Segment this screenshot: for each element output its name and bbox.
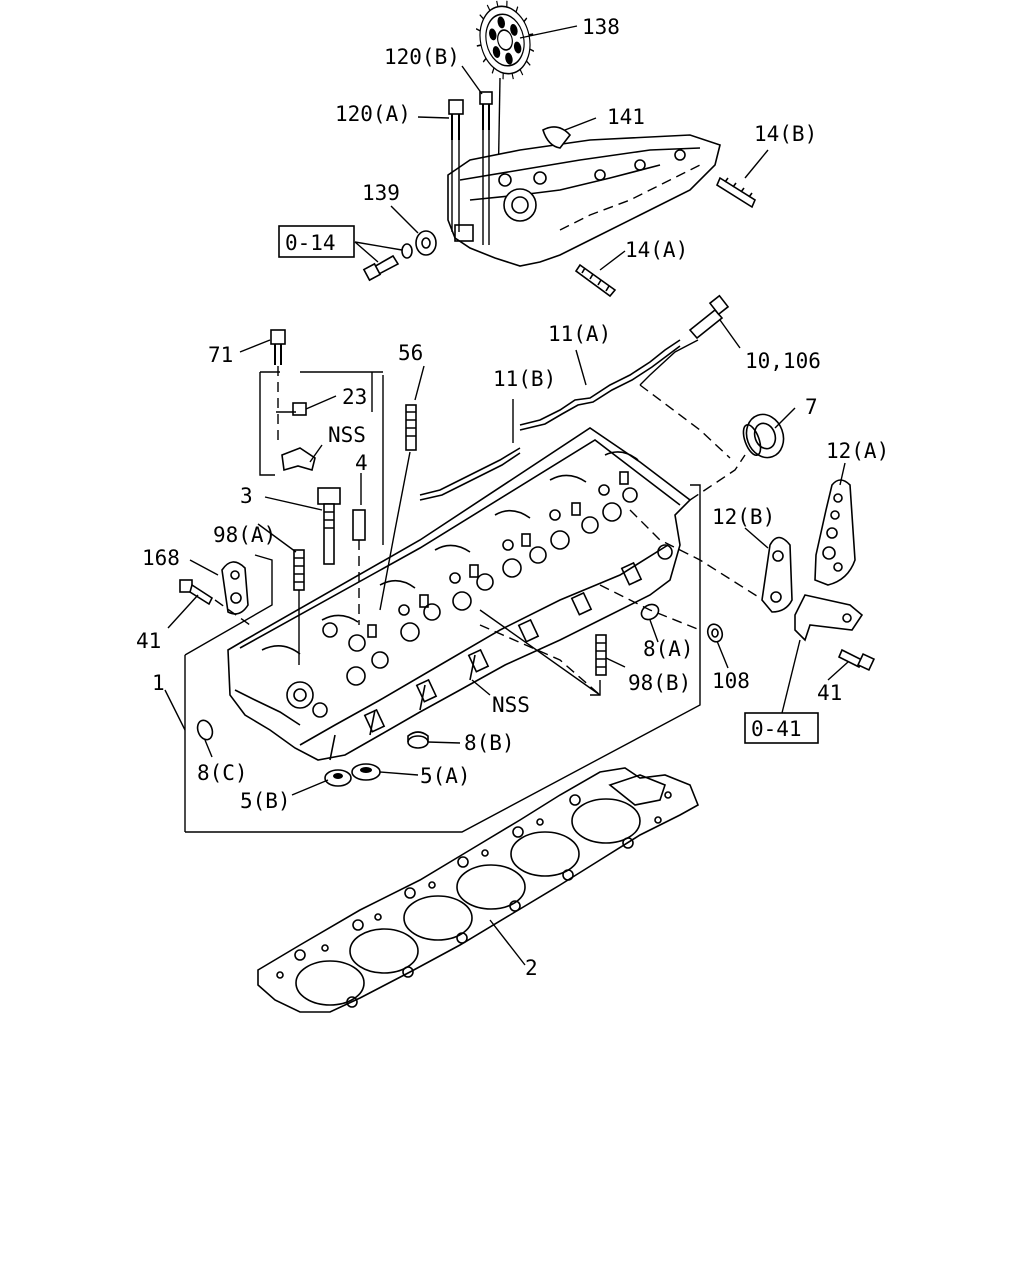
label-12b: 12(B)	[712, 505, 775, 529]
bracket-0-41	[794, 594, 864, 642]
seal-139	[362, 230, 437, 282]
plug-8b	[407, 731, 429, 749]
label-1: 1	[152, 671, 165, 695]
ref-box-0-41	[744, 712, 819, 744]
nut-23	[292, 402, 307, 416]
bolt-120a	[448, 99, 464, 232]
seal-5a	[351, 763, 381, 781]
gasket-11a	[519, 339, 681, 431]
label-14b: 14(B)	[754, 122, 817, 146]
label-41-right: 41	[817, 681, 842, 705]
pin-4	[352, 509, 366, 625]
bolt-120b	[479, 91, 493, 245]
label-2: 2	[525, 956, 538, 980]
cam-housing	[447, 134, 721, 267]
label-56: 56	[398, 341, 423, 365]
label-12a: 12(A)	[826, 439, 889, 463]
label-23: 23	[342, 385, 367, 409]
label-98b: 98(B)	[628, 671, 691, 695]
label-5b: 5(B)	[240, 789, 291, 813]
label-14a: 14(A)	[625, 238, 688, 262]
stud-56	[379, 404, 417, 611]
camshaft-gear-138	[475, 0, 535, 251]
label-10-106: 10,106	[745, 349, 821, 373]
label-nss-bottom: NSS	[492, 693, 530, 717]
label-139: 139	[362, 181, 400, 205]
label-8c: 8(C)	[197, 761, 248, 785]
bracket-12a	[814, 479, 856, 586]
label-120b: 120(B)	[384, 45, 460, 69]
label-7: 7	[805, 395, 818, 419]
label-11a: 11(A)	[548, 322, 611, 346]
label-41-left: 41	[136, 629, 161, 653]
bracket-12b	[761, 536, 793, 613]
gasket-11b	[419, 447, 521, 501]
stud-14a	[574, 263, 617, 298]
ref-box-0-14	[278, 225, 355, 258]
label-8b: 8(B)	[464, 731, 515, 755]
stud-98a	[293, 549, 305, 665]
label-98a: 98(A)	[213, 523, 276, 547]
label-138: 138	[582, 15, 620, 39]
half-moon-plug-141	[542, 126, 572, 149]
label-3: 3	[240, 484, 253, 508]
label-ref-0-41: 0-41	[751, 717, 802, 741]
washer-108	[706, 623, 724, 643]
stud-98b	[595, 634, 607, 676]
label-4: 4	[355, 451, 368, 475]
label-ref-0-14: 0-14	[285, 231, 336, 255]
label-108: 108	[712, 669, 750, 693]
bolt-71	[270, 329, 286, 440]
plug-8a	[640, 603, 660, 621]
label-141: 141	[607, 105, 645, 129]
label-168: 168	[142, 546, 180, 570]
bracket-nss	[281, 447, 316, 472]
label-5a: 5(A)	[420, 764, 471, 788]
plug-8c	[196, 719, 214, 741]
label-120a: 120(A)	[335, 102, 411, 126]
bracket-168	[221, 561, 249, 615]
part-labels: 138 120(B) 120(A) 141 14(B) 139 0-14 14(…	[136, 15, 889, 980]
seal-5b	[324, 769, 352, 787]
stud-14b	[715, 176, 757, 209]
bolt-41-left	[179, 579, 214, 606]
label-71: 71	[208, 343, 233, 367]
label-8a: 8(A)	[643, 637, 694, 661]
label-11b: 11(B)	[493, 367, 556, 391]
cylinder-head-1	[227, 427, 692, 761]
cap-7	[742, 413, 785, 459]
bolt-41-right	[837, 648, 876, 672]
head-gasket-2	[257, 767, 700, 1013]
label-nss-top: NSS	[328, 423, 366, 447]
sensor-10-106	[639, 294, 730, 386]
bolt-3	[317, 487, 341, 565]
